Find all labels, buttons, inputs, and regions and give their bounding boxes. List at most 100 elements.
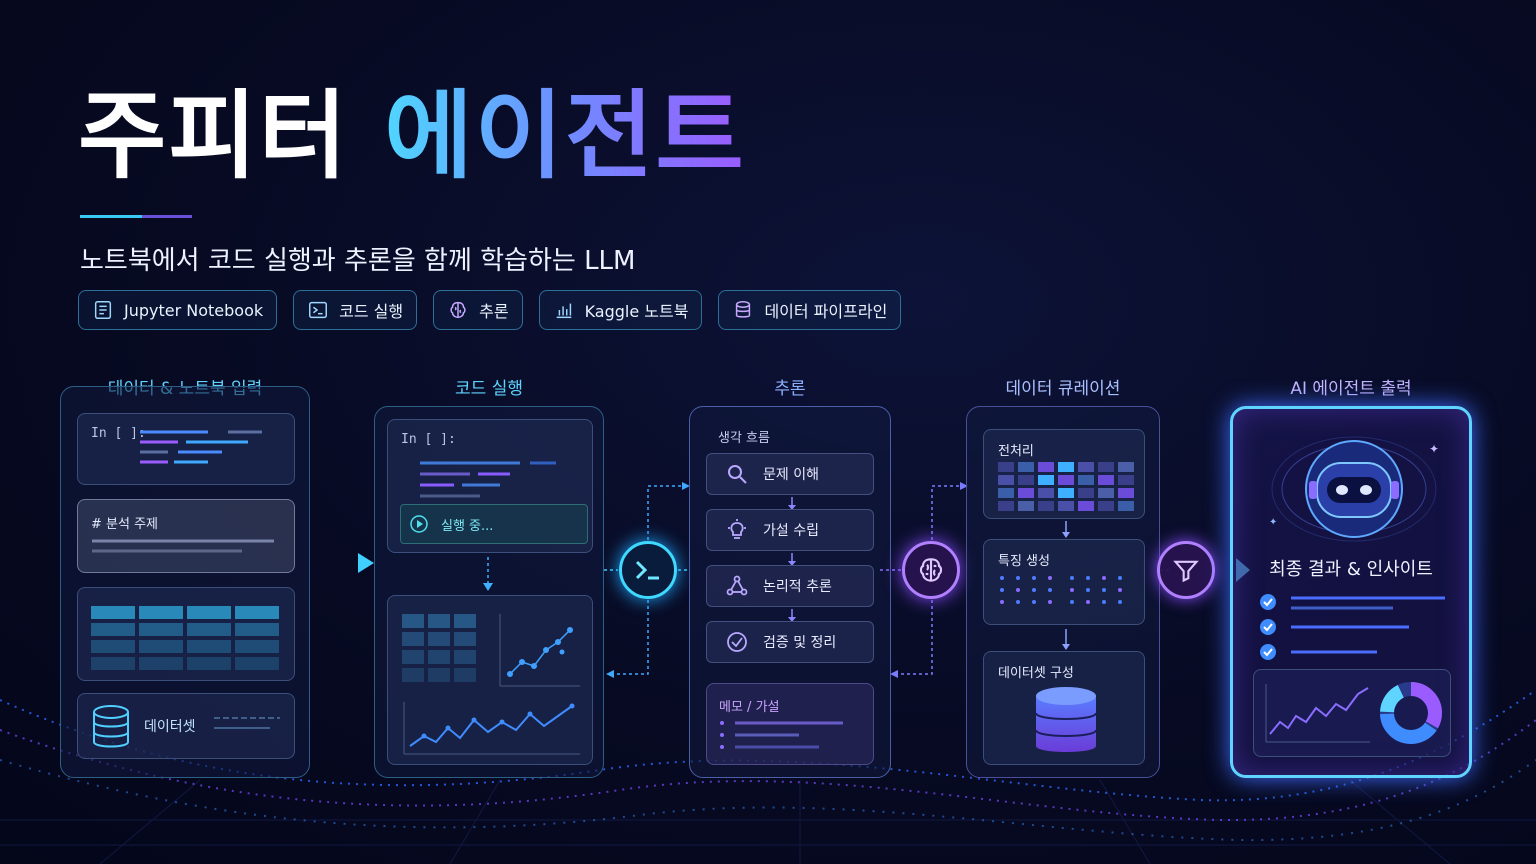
- dataset-label: 데이터셋: [144, 719, 196, 735]
- memo-card[interactable]: 메모 / 가설: [706, 683, 874, 765]
- line-chart-icon: [403, 702, 580, 755]
- brain-icon: [450, 301, 466, 319]
- page-title: 주피터 에이전트: [78, 83, 746, 190]
- output-table: [402, 614, 476, 682]
- running-label: 실행 중...: [441, 519, 494, 534]
- robot-icon: ✦ ✦: [1269, 436, 1439, 542]
- donut-chart-icon: [1380, 682, 1442, 744]
- checklist: [1260, 594, 1445, 660]
- tag-label: 코드 실행: [339, 302, 404, 321]
- terminal-icon: [309, 301, 328, 319]
- memo-lines: [720, 721, 843, 749]
- lightbulb-icon: [728, 519, 746, 539]
- data-table: [77, 587, 295, 681]
- tag-label: 데이터 파이프라인: [764, 302, 888, 321]
- notebook-icon: [94, 301, 112, 319]
- markdown-cell[interactable]: # 분석 주제: [77, 499, 295, 573]
- tag-label: 추론: [479, 302, 509, 321]
- heatmap-icon: [998, 462, 1134, 511]
- dataset-card[interactable]: 데이터셋: [77, 693, 295, 759]
- database-icon: [93, 705, 129, 748]
- filter-icon: [1173, 560, 1199, 583]
- database-icon: [736, 301, 751, 318]
- flow-arrow-1: [310, 553, 374, 573]
- network-icon: [726, 575, 748, 596]
- step-label: 검증 및 정리: [763, 635, 837, 651]
- table-grid: [91, 606, 279, 670]
- step-label: 논리적 추론: [763, 579, 832, 595]
- stage-title-execution: 코드 실행: [455, 379, 523, 399]
- code-cell-prompt: In [ ]:: [91, 426, 146, 441]
- reasoning-curation-connector: [880, 482, 968, 678]
- database-icon: [1035, 687, 1097, 752]
- background-wave: [0, 689, 1536, 864]
- curation-panel: 전처리 특징 생성 데이터셋 구성: [966, 406, 1160, 778]
- result-label: 최종 결과 & 인사이트: [1269, 559, 1433, 580]
- terminal-node: [619, 541, 677, 599]
- step-label: 가설 수립: [763, 523, 819, 539]
- search-icon: [728, 465, 747, 484]
- terminal-icon: [635, 560, 659, 580]
- step-arrow: [788, 609, 796, 622]
- step-arrow: [788, 553, 796, 566]
- exec-output: [387, 595, 593, 765]
- code-lines: [140, 430, 262, 464]
- subtitle: 노트북에서 코드 실행과 추론을 함께 학습하는 LLM: [80, 246, 636, 276]
- svg-text:✦: ✦: [1429, 442, 1439, 456]
- markdown-lines: [92, 539, 274, 553]
- stage-title-output: AI 에이전트 출력: [1290, 379, 1412, 399]
- preprocess-card[interactable]: 전처리: [983, 429, 1145, 519]
- tag-kaggle[interactable]: Kaggle 노트북: [538, 290, 703, 330]
- dataset-build-card[interactable]: 데이터셋 구성: [983, 651, 1145, 765]
- trend-line-icon: [1265, 684, 1370, 743]
- dataset-lines: [214, 717, 280, 729]
- stage-title-curation: 데이터 큐레이션: [1005, 379, 1121, 399]
- brain-node: [902, 541, 960, 599]
- reasoning-panel: 생각 흐름 문제 이해 가설 수립 논리적 추론 검증 및 정리 메모 / 가설: [689, 406, 891, 778]
- scatter-plot-icon: [499, 614, 580, 687]
- dot-matrix-icon: [1000, 576, 1122, 604]
- exec-code-prompt: In [ ]:: [401, 432, 456, 447]
- curation-arrow: [1062, 521, 1070, 538]
- step-logic[interactable]: 논리적 추론: [706, 565, 874, 607]
- step-label: 문제 이해: [763, 467, 819, 483]
- title-white-part: 주피터: [78, 80, 349, 192]
- tag-jupyter[interactable]: Jupyter Notebook: [78, 290, 278, 330]
- bar-chart-icon: [556, 303, 571, 319]
- tag-list: Jupyter Notebook 코드 실행 추론 Kaggle 노트북 데이터…: [78, 290, 902, 330]
- title-underline-purple: [142, 215, 192, 218]
- tag-pipeline[interactable]: 데이터 파이프라인: [718, 290, 902, 330]
- dataset-build-label: 데이터셋 구성: [998, 666, 1074, 681]
- filter-node: [1157, 541, 1215, 599]
- features-label: 특징 생성: [998, 554, 1050, 569]
- brain-icon: [919, 558, 943, 582]
- tag-label: Jupyter Notebook: [124, 300, 264, 320]
- exec-code-lines: [420, 461, 556, 498]
- stage-title-reasoning: 추론: [774, 379, 806, 399]
- exec-reasoning-connector: [604, 482, 690, 678]
- running-status: 실행 중...: [400, 504, 588, 544]
- input-panel: In [ ]: # 분석 주제: [60, 386, 310, 778]
- memo-label: 메모 / 가설: [719, 700, 780, 715]
- check-circle-icon: [727, 632, 747, 652]
- step-hypothesis[interactable]: 가설 수립: [706, 509, 874, 551]
- tag-code-exec[interactable]: 코드 실행: [293, 290, 418, 330]
- play-icon: [410, 515, 428, 533]
- tag-reasoning[interactable]: 추론: [433, 290, 523, 330]
- insight-chart-card: [1253, 669, 1451, 757]
- flow-label: 생각 흐름: [718, 431, 770, 446]
- svg-text:✦: ✦: [1269, 517, 1277, 528]
- step-verify[interactable]: 검증 및 정리: [706, 621, 874, 663]
- step-understand[interactable]: 문제 이해: [706, 453, 874, 495]
- preprocess-label: 전처리: [998, 444, 1034, 459]
- down-arrow-exec: [483, 557, 493, 591]
- markdown-cell-text: # 분석 주제: [91, 517, 158, 532]
- exec-code-cell[interactable]: In [ ]: 실행 중...: [387, 419, 593, 553]
- title-gradient-part: 에이전트: [384, 80, 746, 192]
- title-underline-cyan: [80, 215, 142, 218]
- features-card[interactable]: 특징 생성: [983, 539, 1145, 625]
- execution-panel: In [ ]: 실행 중...: [374, 406, 604, 778]
- tag-label: Kaggle 노트북: [584, 302, 689, 321]
- code-cell[interactable]: In [ ]:: [77, 413, 295, 485]
- output-panel: ✦ ✦ 최종 결과 & 인사이트: [1230, 406, 1472, 778]
